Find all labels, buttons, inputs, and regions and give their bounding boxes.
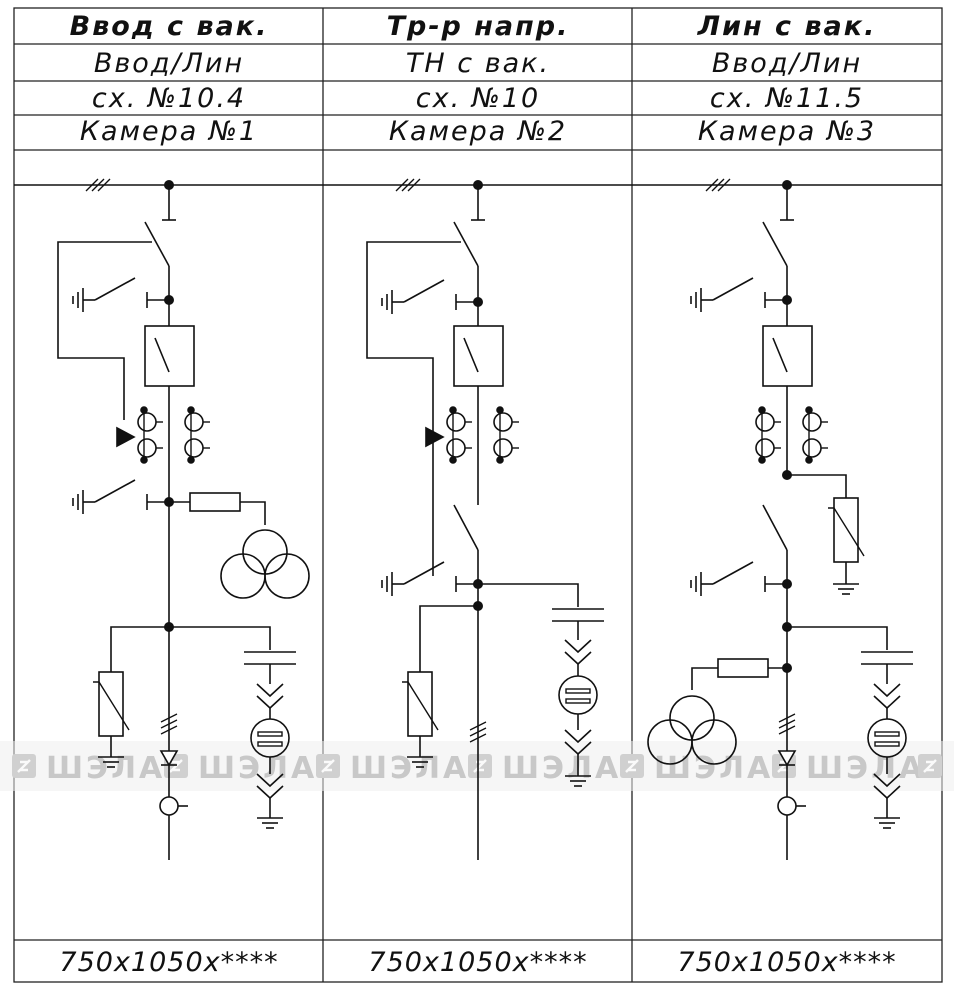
current-transformer-symbol — [755, 406, 782, 464]
cable-end-triangle — [777, 750, 797, 767]
shela-logo-icon — [618, 752, 646, 780]
cell-dimensions: 750х1050х**** — [59, 947, 278, 978]
cell-dimensions: 750х1050х**** — [368, 947, 587, 978]
watermark-label: ШЭЛА — [654, 751, 773, 786]
current-transformer-symbol — [446, 406, 473, 464]
shela-logo-icon — [466, 752, 494, 780]
vacuum-breaker-symbol — [762, 325, 813, 387]
ground-icon — [873, 817, 901, 829]
busbar-three-phase-mark — [85, 178, 731, 192]
disconnector-symbol — [762, 221, 788, 326]
disconnector-symbol — [144, 221, 170, 326]
earthing-switch-symbol — [382, 562, 478, 596]
cell-chamber: Камера №1 — [80, 116, 258, 147]
watermark-label: ШЭЛА — [806, 751, 925, 786]
feeder-1-diagram — [57, 180, 310, 860]
cell-title: Ввод с вак. — [70, 11, 269, 42]
header-column-2: Тр-р напр. ТН с вак. сх. №10 Камера №2 — [387, 11, 570, 147]
cable-plug-symbol — [873, 683, 901, 709]
cable-sensor-icon — [159, 796, 179, 816]
watermark-band: ШЭЛА ШЭЛА ШЭЛА ШЭЛА ШЭЛА ШЭЛА — [0, 741, 954, 791]
disconnector-symbol — [453, 221, 479, 326]
surge-arrester-symbol — [401, 671, 439, 737]
feeder-3-diagram — [647, 180, 913, 860]
shela-logo-icon — [916, 752, 944, 780]
cell-scheme: сх. №10.4 — [92, 83, 246, 114]
earthing-switch-symbol — [382, 280, 478, 314]
cell-title: Лин с вак. — [697, 11, 877, 42]
interlock-link — [366, 241, 461, 576]
ground-icon — [256, 817, 284, 829]
cell-chamber: Камера №3 — [698, 116, 876, 147]
cell-title: Тр-р напр. — [387, 11, 570, 42]
cell-scheme: сх. №11.5 — [710, 83, 864, 114]
vacuum-breaker-symbol — [144, 325, 195, 387]
cell-chamber: Камера №2 — [389, 116, 567, 147]
cell-subtitle: ТН с вак. — [406, 48, 550, 79]
table-grid — [13, 7, 943, 983]
watermark-label: ШЭЛА — [502, 751, 621, 786]
vacuum-breaker-symbol — [453, 325, 504, 387]
cell-subtitle: Ввод/Лин — [712, 48, 862, 79]
earthing-switch-symbol — [691, 562, 787, 596]
shela-logo-icon — [10, 752, 38, 780]
cable-plug-symbol — [564, 639, 592, 665]
interlock-link — [57, 241, 152, 420]
current-transformer-symbol — [137, 406, 164, 464]
cable-plug-symbol — [256, 683, 284, 709]
fuse-symbol — [717, 658, 769, 678]
shela-logo-icon — [314, 752, 342, 780]
current-transformer-symbol — [493, 406, 520, 464]
indicator-arrow-icon — [116, 426, 136, 448]
current-transformer-symbol — [802, 406, 829, 464]
current-transformer-symbol — [184, 406, 211, 464]
header-column-3: Лин с вак. Ввод/Лин сх. №11.5 Камера №3 — [697, 11, 877, 147]
cell-dimensions: 750х1050х**** — [677, 947, 896, 978]
earthing-switch-symbol — [73, 480, 169, 514]
fuse-symbol — [189, 492, 241, 512]
voltage-transformer-symbol — [220, 529, 310, 599]
watermark-label: ШЭЛА — [198, 751, 317, 786]
indicator-arrow-icon — [425, 426, 445, 448]
earthing-switch-symbol — [73, 278, 169, 312]
cable-sensor-icon — [777, 796, 797, 816]
cable-end-triangle — [159, 750, 179, 767]
cell-scheme: сх. №10 — [416, 83, 540, 114]
surge-arrester-symbol — [92, 671, 130, 737]
ground-icon — [832, 583, 860, 595]
header-column-1: Ввод с вак. Ввод/Лин сх. №10.4 Камера №1 — [70, 11, 269, 147]
earthing-switch-symbol — [691, 278, 787, 312]
cell-subtitle: Ввод/Лин — [94, 48, 244, 79]
voltage-indicator-icon — [558, 675, 598, 715]
surge-arrester-symbol — [827, 497, 865, 563]
feeder-2-diagram — [366, 180, 604, 860]
